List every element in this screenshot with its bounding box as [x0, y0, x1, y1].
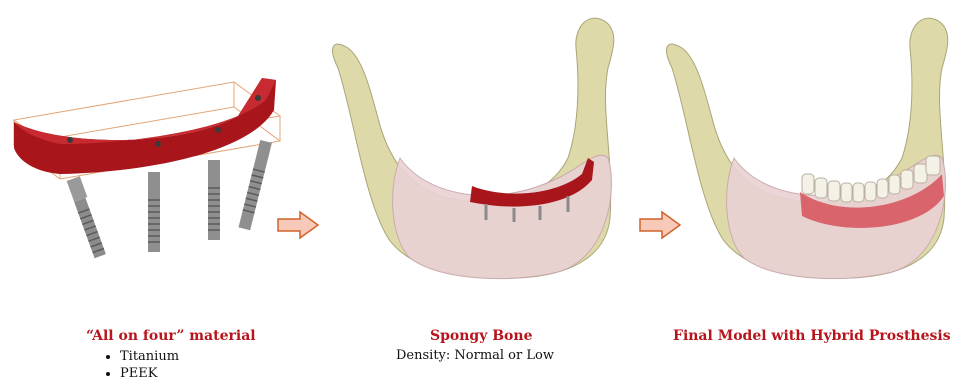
- panel-2-subtitle: Density: Normal or Low: [396, 348, 554, 363]
- implant-3: [208, 160, 220, 240]
- mandible-spongy-bone-illustration: [318, 8, 636, 298]
- panel-3-title: Final Model with Hybrid Prosthesis: [673, 328, 951, 344]
- implant-bar-illustration: [0, 60, 290, 260]
- implant-2: [148, 172, 160, 252]
- prosthesis-bar: [14, 78, 276, 174]
- panel-2-title: Spongy Bone: [430, 328, 532, 344]
- material-item: Titanium: [120, 348, 179, 365]
- material-item: PEEK: [120, 365, 179, 382]
- implant-1: [67, 176, 106, 258]
- mandible-hybrid-prosthesis-illustration: [652, 8, 969, 298]
- arrow-right-icon: [276, 210, 320, 240]
- implant-4: [239, 140, 272, 230]
- material-list: Titanium PEEK: [104, 348, 179, 382]
- gum-tissue: [393, 155, 612, 278]
- panel-1-title: “All on four” material: [86, 328, 256, 344]
